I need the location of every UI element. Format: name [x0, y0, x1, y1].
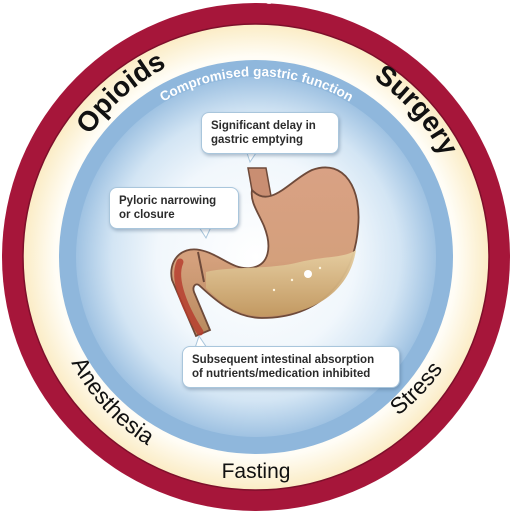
callout-delay-line1: Significant delay in: [211, 120, 316, 132]
factor-fasting: Fasting: [222, 460, 291, 483]
callout-absorption-line1: Subsequent intestinal absorption: [192, 354, 375, 366]
callout-pyloric-line1: Pyloric narrowing: [119, 195, 217, 207]
callout-absorption: Subsequent intestinal absorption of nutr…: [182, 346, 400, 388]
callout-pyloric: Pyloric narrowing or closure: [109, 187, 239, 229]
callout-absorption-line2: of nutrients/medication inhibited: [192, 368, 371, 380]
callout-pyloric-line2: or closure: [119, 209, 175, 221]
stomach-illustration: [170, 166, 360, 338]
callout-delay-line2: gastric emptying: [211, 134, 304, 146]
callout-gastric-delay: Significant delay in gastric emptying: [201, 112, 339, 154]
